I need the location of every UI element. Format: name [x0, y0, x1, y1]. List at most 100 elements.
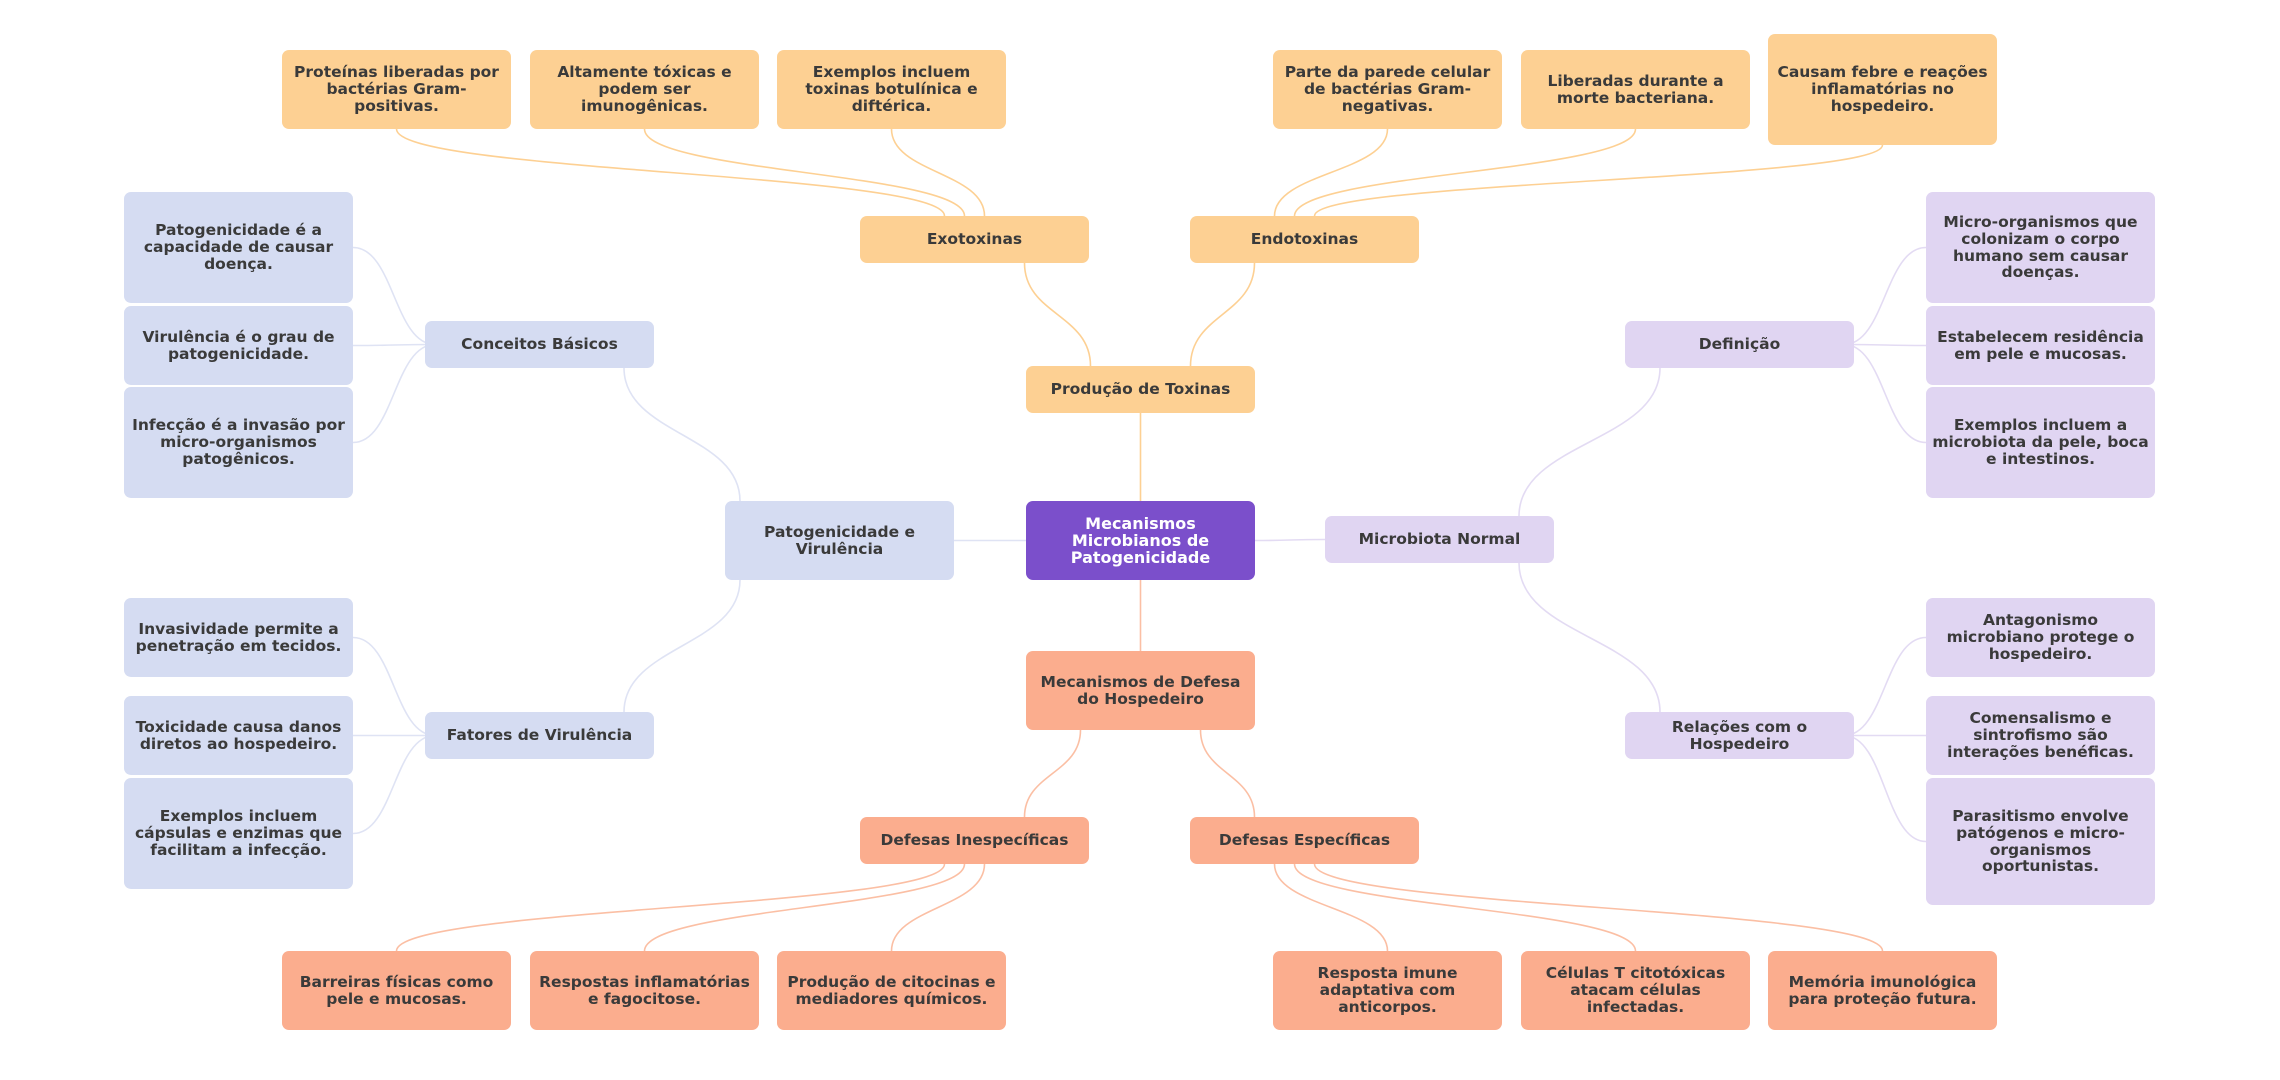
branch-normal-microbiota[interactable]: Microbiota Normal	[1325, 516, 1554, 563]
edge-micro-relations	[1518, 562, 1661, 713]
leaf-microbiota-relations-1[interactable]: Antagonismo microbiano protege o hospede…	[1926, 598, 2155, 677]
leaf-pathogenicity-basic-1[interactable]: Patogenicidade é a capacidade de causar …	[124, 192, 353, 303]
subtopic-defense-nonspecific-label: Defesas Inespecíficas	[880, 831, 1069, 850]
leaf-pathogenicity-basic-3-label: Infecção é a invasão por micro-organismo…	[132, 416, 345, 468]
subtopic-microbiota-definition[interactable]: Definição	[1625, 321, 1854, 368]
subtopic-toxins-endotoxins[interactable]: Endotoxinas	[1190, 216, 1419, 263]
leaf-toxins-endotoxins-1[interactable]: Parte da parede celular de bactérias Gra…	[1273, 50, 1502, 129]
edge-toxins-exotoxins-leaf-1	[395, 128, 946, 217]
subtopic-defense-specific[interactable]: Defesas Específicas	[1190, 817, 1419, 864]
edge-toxins-endotoxins-leaf-2	[1293, 128, 1637, 217]
leaf-microbiota-definition-1[interactable]: Micro-organismos que colonizam o corpo h…	[1926, 192, 2155, 303]
edge-microbiota-relations-leaf-3	[1843, 734, 1927, 843]
edge-defense-nonspecific-leaf-1	[395, 863, 946, 952]
leaf-pathogenicity-factors-1-label: Invasividade permite a penetração em tec…	[135, 619, 342, 655]
leaf-defense-nonspecific-3[interactable]: Produção de citocinas e mediadores quími…	[777, 951, 1006, 1030]
branch-normal-microbiota-label: Microbiota Normal	[1358, 530, 1521, 549]
edge-defense-specific-leaf-3	[1313, 863, 1884, 952]
leaf-toxins-endotoxins-1-label: Parte da parede celular de bactérias Gra…	[1284, 63, 1491, 115]
central-topic[interactable]: Mecanismos Microbianos de Patogenicidade	[1026, 501, 1255, 580]
edge-micro-definition	[1518, 367, 1661, 517]
edge-pathogenicity-factors-leaf-3	[352, 734, 436, 835]
leaf-toxins-endotoxins-3-label: Causam febre e reações inflamatórias no …	[1777, 63, 1988, 115]
edge-pathogenicity-basic-leaf-1	[352, 246, 436, 346]
leaf-defense-nonspecific-2[interactable]: Respostas inflamatórias e fagocitose.	[530, 951, 759, 1030]
subtopic-pathogenicity-basic[interactable]: Conceitos Básicos	[425, 321, 654, 368]
branch-pathogenicity-virulence[interactable]: Patogenicidade e Virulência	[725, 501, 954, 580]
leaf-pathogenicity-basic-3[interactable]: Infecção é a invasão por micro-organismo…	[124, 387, 353, 498]
branch-toxin-production-label: Produção de Toxinas	[1050, 380, 1231, 399]
leaf-microbiota-relations-2-label: Comensalismo e sintrofismo são interaçõe…	[1947, 709, 2134, 761]
edge-defense-nonspecific	[1023, 729, 1082, 818]
subtopic-pathogenicity-factors-label: Fatores de Virulência	[446, 726, 633, 745]
leaf-pathogenicity-factors-3[interactable]: Exemplos incluem cápsulas e enzimas que …	[124, 778, 353, 889]
edge-defense-nonspecific-leaf-2	[643, 863, 966, 952]
leaf-toxins-exotoxins-2[interactable]: Altamente tóxicas e podem ser imunogênic…	[530, 50, 759, 129]
subtopic-toxins-exotoxins[interactable]: Exotoxinas	[860, 216, 1089, 263]
edge-patho-factors	[623, 579, 741, 713]
branch-pathogenicity-virulence-label: Patogenicidade e Virulência	[764, 522, 915, 558]
leaf-defense-nonspecific-2-label: Respostas inflamatórias e fagocitose.	[539, 972, 750, 1008]
edge-defense-specific-leaf-1	[1273, 863, 1389, 952]
edge-microbiota-relations-leaf-1	[1843, 636, 1927, 737]
edge-patho-basic	[623, 367, 741, 502]
leaf-pathogenicity-basic-2-label: Virulência é o grau de patogenicidade.	[142, 327, 335, 363]
edge-toxins-exotoxins	[1023, 262, 1092, 367]
leaf-defense-specific-3-label: Memória imunológica para proteção futura…	[1788, 972, 1977, 1008]
leaf-microbiota-relations-2[interactable]: Comensalismo e sintrofismo são interaçõe…	[1926, 696, 2155, 775]
subtopic-microbiota-definition-label: Definição	[1698, 335, 1781, 354]
leaf-toxins-exotoxins-2-label: Altamente tóxicas e podem ser imunogênic…	[557, 63, 732, 115]
subtopic-defense-nonspecific[interactable]: Defesas Inespecíficas	[860, 817, 1089, 864]
leaf-microbiota-relations-3-label: Parasitismo envolve patógenos e micro-or…	[1952, 807, 2129, 876]
subtopic-toxins-endotoxins-label: Endotoxinas	[1250, 230, 1359, 249]
leaf-toxins-endotoxins-3[interactable]: Causam febre e reações inflamatórias no …	[1768, 34, 1997, 145]
leaf-defense-specific-3[interactable]: Memória imunológica para proteção futura…	[1768, 951, 1997, 1030]
subtopic-microbiota-relations[interactable]: Relações com o Hospedeiro	[1625, 712, 1854, 759]
edge-toxins-exotoxins-leaf-3	[890, 128, 986, 217]
branch-toxin-production[interactable]: Produção de Toxinas	[1026, 366, 1255, 413]
leaf-microbiota-relations-3[interactable]: Parasitismo envolve patógenos e micro-or…	[1926, 778, 2155, 905]
leaf-microbiota-definition-3[interactable]: Exemplos incluem a microbiota da pele, b…	[1926, 387, 2155, 498]
edge-defense-specific-leaf-2	[1293, 863, 1637, 952]
branch-host-defense[interactable]: Mecanismos de Defesa do Hospedeiro	[1026, 651, 1255, 730]
edge-pathogenicity-factors-leaf-1	[352, 636, 436, 737]
leaf-defense-nonspecific-3-label: Produção de citocinas e mediadores quími…	[787, 972, 996, 1008]
edge-toxins-endotoxins	[1189, 262, 1256, 367]
edge-microbiota-definition-leaf-2	[1843, 343, 1927, 347]
edge-toxins-endotoxins-leaf-1	[1273, 128, 1389, 217]
leaf-toxins-endotoxins-2-label: Liberadas durante a morte bacteriana.	[1547, 71, 1724, 107]
leaf-microbiota-relations-1-label: Antagonismo microbiano protege o hospede…	[1946, 611, 2135, 663]
leaf-defense-specific-2[interactable]: Células T citotóxicas atacam células inf…	[1521, 951, 1750, 1030]
edge-toxins-exotoxins-leaf-2	[643, 128, 966, 217]
subtopic-toxins-exotoxins-label: Exotoxinas	[926, 230, 1023, 249]
edge-toxins-endotoxins-leaf-3	[1313, 144, 1884, 217]
leaf-pathogenicity-basic-2[interactable]: Virulência é o grau de patogenicidade.	[124, 306, 353, 385]
leaf-toxins-exotoxins-1-label: Proteínas liberadas por bactérias Gram-p…	[294, 63, 499, 115]
subtopic-pathogenicity-factors[interactable]: Fatores de Virulência	[425, 712, 654, 759]
branch-host-defense-label: Mecanismos de Defesa do Hospedeiro	[1040, 672, 1241, 708]
edge-pathogenicity-basic-leaf-3	[352, 343, 436, 444]
leaf-pathogenicity-factors-1[interactable]: Invasividade permite a penetração em tec…	[124, 598, 353, 677]
leaf-toxins-endotoxins-2[interactable]: Liberadas durante a morte bacteriana.	[1521, 50, 1750, 129]
edge-microbiota-definition-leaf-3	[1843, 343, 1927, 444]
leaf-toxins-exotoxins-3-label: Exemplos incluem toxinas botulínica e di…	[805, 63, 978, 115]
subtopic-defense-specific-label: Defesas Específicas	[1218, 831, 1391, 850]
leaf-pathogenicity-basic-1-label: Patogenicidade é a capacidade de causar …	[143, 221, 334, 273]
edge-defense-nonspecific-leaf-3	[890, 863, 986, 952]
edge-pathogenicity-basic-leaf-2	[352, 343, 436, 347]
leaf-microbiota-definition-3-label: Exemplos incluem a microbiota da pele, b…	[1932, 416, 2149, 468]
leaf-toxins-exotoxins-3[interactable]: Exemplos incluem toxinas botulínica e di…	[777, 50, 1006, 129]
leaf-pathogenicity-factors-2[interactable]: Toxicidade causa danos diretos ao hosped…	[124, 696, 353, 775]
leaf-pathogenicity-factors-3-label: Exemplos incluem cápsulas e enzimas que …	[134, 807, 343, 859]
leaf-microbiota-definition-2[interactable]: Estabelecem residência em pele e mucosas…	[1926, 306, 2155, 385]
leaf-defense-specific-2-label: Células T citotóxicas atacam células inf…	[1545, 964, 1726, 1016]
leaf-defense-specific-1-label: Resposta imune adaptativa com anticorpos…	[1317, 964, 1458, 1016]
leaf-defense-specific-1[interactable]: Resposta imune adaptativa com anticorpos…	[1273, 951, 1502, 1030]
leaf-defense-nonspecific-1-label: Barreiras físicas como pele e mucosas.	[299, 972, 494, 1008]
subtopic-microbiota-relations-label: Relações com o Hospedeiro	[1671, 717, 1808, 753]
leaf-defense-nonspecific-1[interactable]: Barreiras físicas como pele e mucosas.	[282, 951, 511, 1030]
leaf-pathogenicity-factors-2-label: Toxicidade causa danos diretos ao hosped…	[135, 717, 342, 753]
leaf-toxins-exotoxins-1[interactable]: Proteínas liberadas por bactérias Gram-p…	[282, 50, 511, 129]
